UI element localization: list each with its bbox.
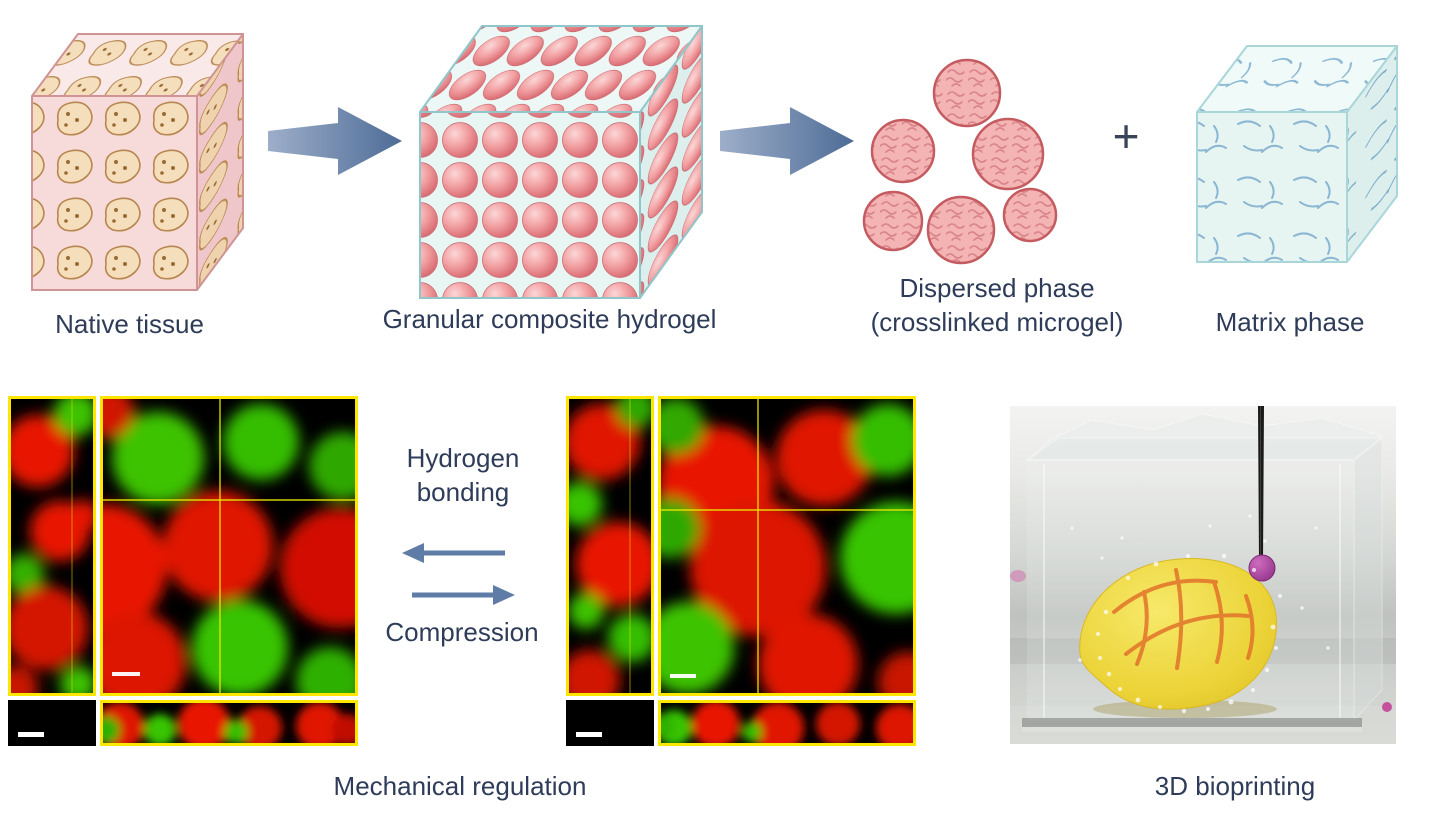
compression-label: Compression	[385, 617, 539, 647]
microgel-particle	[870, 118, 936, 184]
mechanical-regulation-caption: Mechanical regulation	[333, 771, 587, 801]
flow-arrow-2-icon	[720, 107, 854, 175]
microgel-particle	[932, 58, 1002, 128]
bioprinted-construct	[1079, 558, 1277, 710]
extruder-needle	[1258, 406, 1264, 559]
microgel-cluster-illustration	[862, 58, 1058, 265]
granular-hydrogel-illustration	[419, 25, 703, 299]
ortho-bottom-panel	[100, 700, 358, 746]
main-panel	[658, 396, 916, 696]
main-panel	[100, 396, 358, 696]
flow-arrow-1-icon	[268, 107, 402, 175]
dispersed-phase-label: Dispersed phase (crosslinked microgel)	[852, 272, 1142, 340]
hydrogen-bonding-label: Hydrogen bonding	[378, 442, 548, 510]
microgel-particle	[926, 195, 996, 265]
native-tissue-illustration	[31, 33, 244, 291]
scale-bar	[576, 732, 602, 737]
ortho-bottom-panel	[658, 700, 916, 746]
hydrogen-bonding-label-line2: bonding	[416, 476, 510, 507]
extruded-bead	[1248, 554, 1276, 582]
bioprinting-photo	[1010, 406, 1396, 744]
scale-bar	[112, 672, 140, 676]
bubbles	[1070, 514, 1330, 714]
ink-smudge	[1010, 570, 1026, 582]
corner-panel	[566, 700, 654, 746]
confocal-compressed-image	[566, 396, 916, 746]
corner-panel	[8, 700, 96, 746]
dispersed-phase-label-line2: (crosslinked microgel)	[870, 306, 1124, 337]
microgel-particle	[862, 190, 924, 252]
ortho-left-panel	[566, 396, 654, 696]
granular-hydrogel-label: Granular composite hydrogel	[382, 304, 717, 334]
hydrogen-bonding-label-line1: Hydrogen	[406, 443, 520, 473]
dispersed-phase-label-line1: Dispersed phase	[899, 273, 1095, 303]
ortho-left-panel	[8, 396, 96, 696]
confocal-uncompressed-image	[8, 396, 358, 746]
microgel-particle	[971, 117, 1045, 191]
scale-bar	[670, 674, 696, 678]
printed-vasculature	[1112, 568, 1255, 670]
plus-sign: +	[1112, 110, 1140, 162]
microgel-particle	[1002, 187, 1058, 243]
equilibrium-left-arrow-icon	[402, 543, 505, 563]
equilibrium-right-arrow-icon	[412, 585, 515, 605]
matrix-cube-illustration	[1196, 45, 1398, 263]
native-tissue-label: Native tissue	[55, 309, 204, 339]
matrix-phase-label: Matrix phase	[1215, 307, 1365, 337]
ink-droplet	[1382, 702, 1392, 712]
bioprinting-caption: 3D bioprinting	[1154, 771, 1316, 801]
scale-bar	[18, 732, 44, 737]
